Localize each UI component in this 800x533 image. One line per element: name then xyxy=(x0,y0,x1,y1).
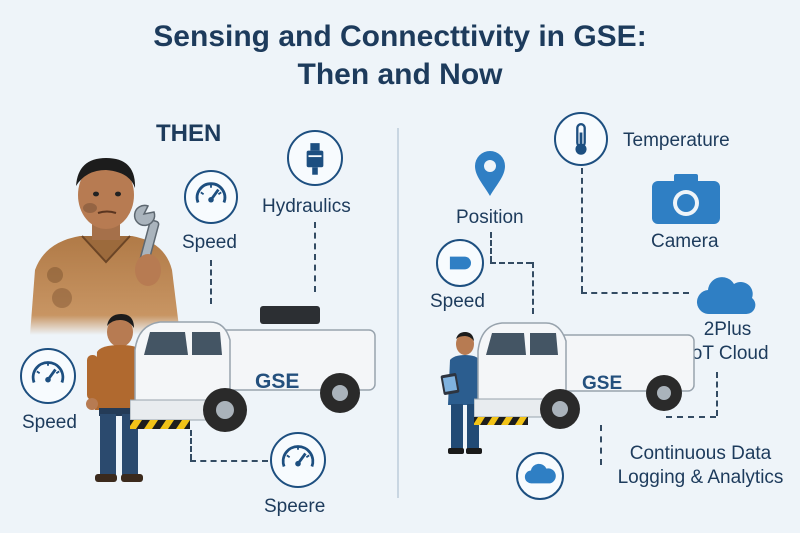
label-cloud-line-1: 2Plus xyxy=(703,319,752,340)
title-line-2: Then and Now xyxy=(297,58,503,91)
connector-temperature xyxy=(581,168,583,292)
mechanic-small-illustration xyxy=(86,314,155,482)
label-analytics-line-2: Logging & Analytics xyxy=(617,467,784,488)
label-speed-then-left: Speed xyxy=(22,412,77,433)
tablet-icon xyxy=(440,373,460,395)
label-hydraulics: Hydraulics xyxy=(262,196,351,217)
connector-temperature-h xyxy=(581,292,689,294)
connector-cloud xyxy=(716,372,718,416)
label-temperature: Temperature xyxy=(623,130,730,151)
truck-logo-now: GSE xyxy=(582,373,622,394)
center-divider xyxy=(397,128,399,498)
title-line-1: Sensing and Connecttivity in GSE: xyxy=(153,20,647,53)
cloud-icon xyxy=(516,452,564,500)
gauge-icon xyxy=(270,432,326,488)
connector-analytics xyxy=(600,425,602,465)
technician-with-tablet xyxy=(440,332,482,454)
connector-position-h xyxy=(490,262,532,264)
mechanic-large-illustration xyxy=(30,158,180,335)
label-analytics-line-1: Continuous Data xyxy=(629,443,772,464)
gse-truck-now: GSE xyxy=(474,322,695,429)
label-analytics: Continuous Data Logging & Analytics xyxy=(608,442,793,490)
then-heading: THEN xyxy=(156,120,222,147)
connector-position-v2 xyxy=(532,262,534,314)
label-position: Position xyxy=(456,207,524,228)
truck-logo-then: GSE xyxy=(255,370,299,393)
cloud-icon xyxy=(696,277,756,315)
label-cloud-line-2: IoT Cloud xyxy=(686,343,769,364)
thermometer-icon xyxy=(554,112,608,166)
connector-speed-top xyxy=(210,260,212,304)
label-iot-cloud: 2Plus IoT Cloud xyxy=(680,318,775,366)
label-speed-then-top: Speed xyxy=(182,232,237,253)
connector-cloud-h xyxy=(666,416,716,418)
label-speed-now: Speed xyxy=(430,291,485,312)
speed-sensor-icon xyxy=(436,239,484,287)
connector-speere-vertical xyxy=(190,430,192,460)
label-speere: Speere xyxy=(264,496,326,517)
connector-speere xyxy=(190,460,268,462)
label-camera: Camera xyxy=(651,231,719,252)
gauge-icon xyxy=(20,348,76,404)
connector-position xyxy=(490,232,492,262)
gauge-icon xyxy=(184,170,238,224)
location-pin-icon xyxy=(475,151,505,196)
connector-hydraulics xyxy=(314,222,316,292)
camera-icon xyxy=(652,174,720,224)
hydraulic-cylinder-icon xyxy=(287,130,343,186)
page-title: Sensing and Connecttivity in GSE: Then a… xyxy=(0,18,800,94)
gse-truck-then: GSE xyxy=(130,306,376,432)
